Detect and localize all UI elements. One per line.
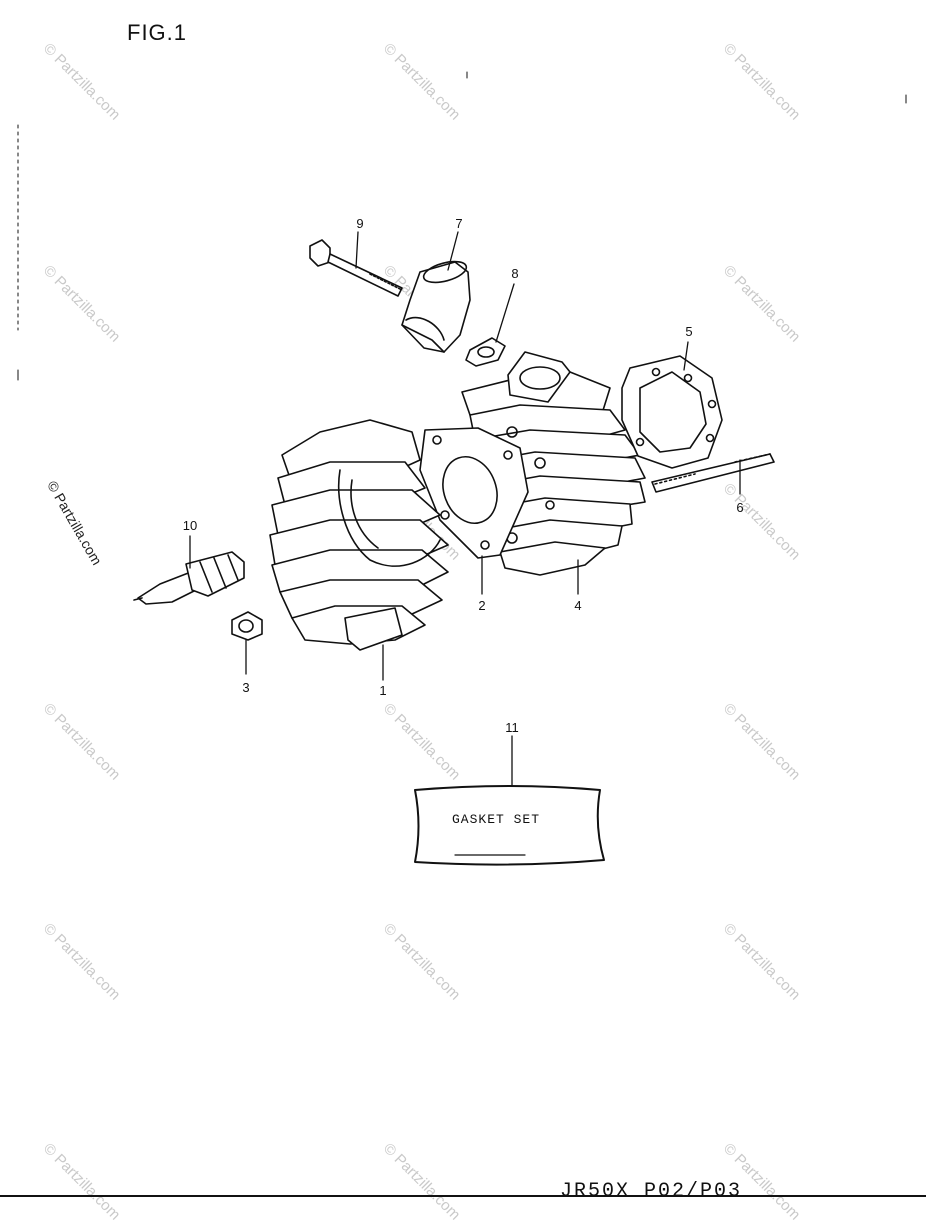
base-gasket-part-5 <box>621 355 723 469</box>
figure-title: FIG.1 <box>127 20 188 45</box>
bolt-part-9 <box>309 239 403 297</box>
callout-2: 2 <box>478 598 486 613</box>
gasket-set-packet-part-11 <box>414 785 605 866</box>
callout-3: 3 <box>242 680 250 695</box>
cylinder-head-part-1 <box>269 419 449 651</box>
head-gasket-part-2 <box>419 427 529 559</box>
leader-lines <box>189 231 741 787</box>
callout-4: 4 <box>574 598 582 613</box>
callout-11: 11 <box>505 720 519 735</box>
callout-9: 9 <box>356 216 364 231</box>
callout-7: 7 <box>455 216 463 231</box>
model-code: JR50X P02/P03 <box>560 1180 743 1203</box>
scan-edge-marks <box>17 71 907 381</box>
callout-8: 8 <box>511 266 519 281</box>
callout-1: 1 <box>379 683 387 698</box>
nut-part-3 <box>231 611 263 641</box>
spark-plug-part-10 <box>133 551 245 605</box>
intake-pipe-part-7 <box>401 260 471 353</box>
intake-gasket-part-8 <box>465 337 506 367</box>
callout-6: 6 <box>736 500 744 515</box>
gasket-set-label: GASKET SET <box>452 812 541 827</box>
stud-bolt-part-6 <box>651 453 775 493</box>
callout-5: 5 <box>685 324 693 339</box>
callout-10: 10 <box>182 518 198 533</box>
